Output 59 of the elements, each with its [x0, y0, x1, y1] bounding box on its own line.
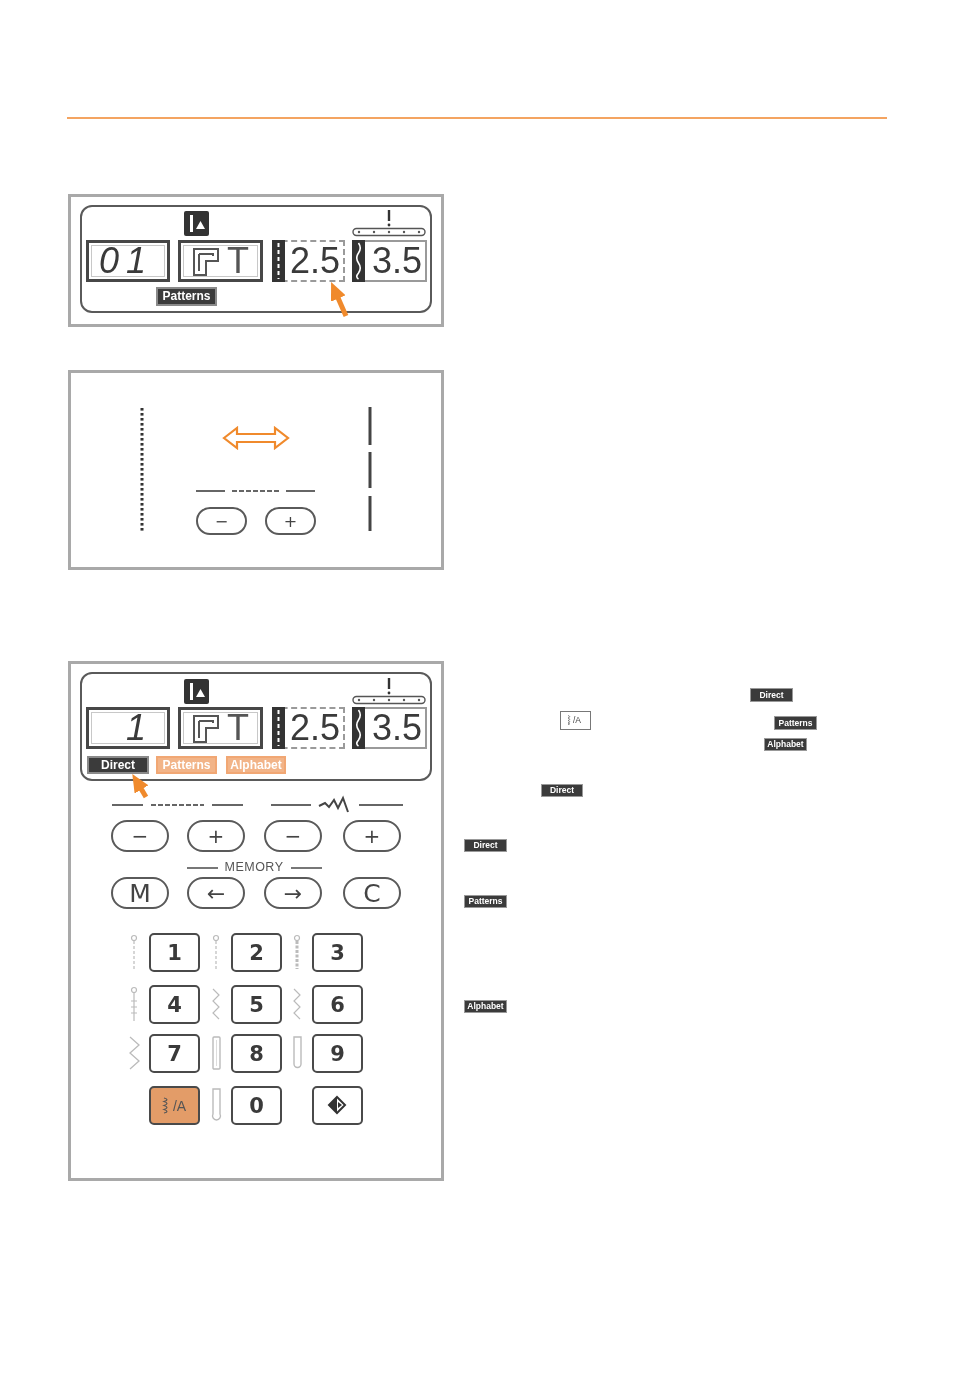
control-panel [68, 370, 444, 570]
step-back-button: ← [187, 877, 245, 909]
mode-indicator: Direct [750, 688, 793, 702]
function-key [312, 1086, 363, 1125]
mode-indicator: Direct [87, 756, 149, 774]
mode-indicator: Patterns [156, 287, 217, 306]
display-digits: 01 [98, 243, 153, 279]
number-key: 5 [231, 985, 282, 1024]
key-label: /A [573, 715, 582, 725]
stitch-width-display [352, 707, 427, 749]
pattern-number-display [86, 707, 170, 749]
number-key: 8 [231, 1034, 282, 1073]
mode-indicator: Direct [541, 784, 583, 797]
number-key: 6 [312, 985, 363, 1024]
display-digits: 3.5 [371, 243, 422, 279]
number-key: 4 [149, 985, 200, 1024]
stitch-length-display [272, 240, 345, 282]
pointer-arrow [328, 281, 349, 317]
number-key: 0 [231, 1086, 282, 1125]
number-key: 1 [149, 933, 200, 972]
presser-foot-display [178, 240, 263, 282]
increase-button: + [187, 820, 245, 852]
display-digits: 3.5 [371, 710, 422, 746]
increase-button: + [343, 820, 401, 852]
step-forward-button: → [264, 877, 322, 909]
mode-indicator: Patterns [464, 895, 507, 908]
mode-indicator: Patterns [156, 756, 217, 774]
display-digits: 2.5 [289, 243, 340, 279]
mode-indicator: Alphabet [464, 1000, 507, 1013]
presser-foot-display [178, 707, 263, 749]
pattern-number-display [86, 240, 170, 282]
mode-indicator: Patterns [774, 716, 817, 730]
pointer-arrow [130, 772, 149, 799]
mode-indicator: Alphabet [226, 756, 286, 774]
display-digits: 2.5 [289, 710, 340, 746]
mode-indicator: Alphabet [764, 738, 807, 751]
display-digits: 1 [125, 710, 153, 746]
decrease-button: − [111, 820, 169, 852]
number-key: 7 [149, 1034, 200, 1073]
control-panel [68, 194, 444, 327]
clear-button: C [343, 877, 401, 909]
stitch-width-display [352, 240, 427, 282]
display-screen [80, 205, 432, 313]
display-letter: T [227, 243, 249, 279]
decrease-button: − [264, 820, 322, 852]
display-screen [80, 672, 432, 781]
display-letter: T [227, 710, 249, 746]
control-panel [68, 661, 444, 1181]
decrease-button: − [196, 507, 247, 535]
stitch-alphabet-key [149, 1086, 200, 1125]
key-label: /A [172, 1097, 187, 1114]
stitch-length-display [272, 707, 345, 749]
number-key: 3 [312, 933, 363, 972]
mode-indicator: Direct [464, 839, 507, 852]
number-key: 9 [312, 1034, 363, 1073]
section-label: MEMORY [223, 860, 285, 874]
memory-button: M [111, 877, 169, 909]
increase-button: + [265, 507, 316, 535]
number-key: 2 [231, 933, 282, 972]
